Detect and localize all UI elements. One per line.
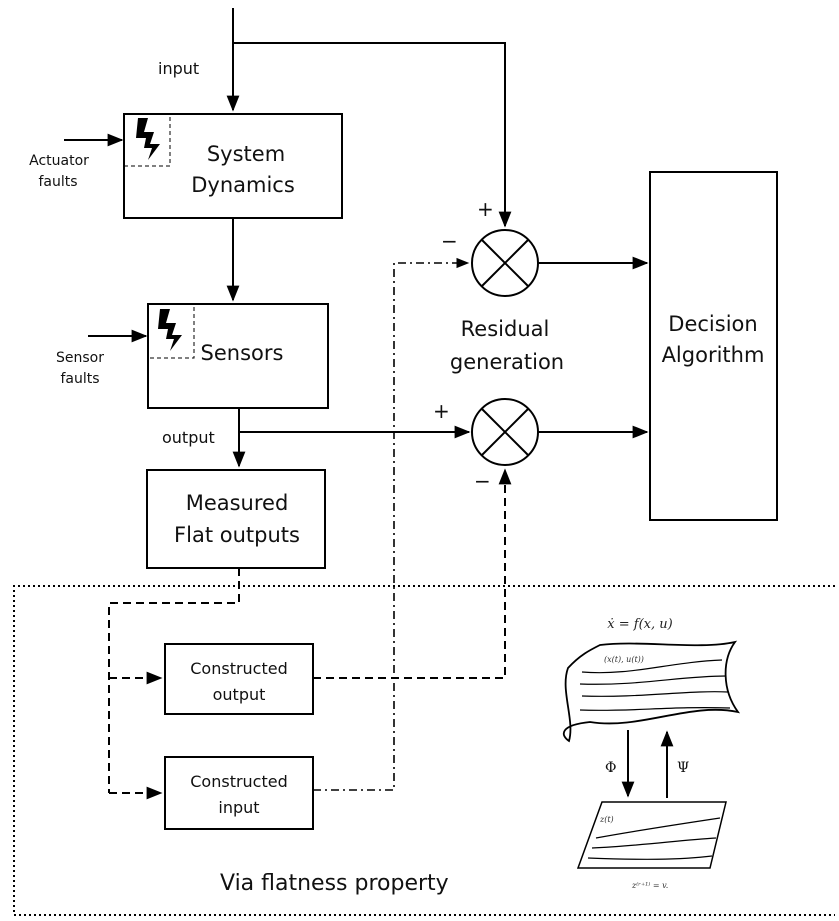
via-flatness-label: Via flatness property: [220, 871, 449, 896]
measured-label-1: Measured: [186, 491, 289, 515]
decision-algorithm-block: [649, 171, 778, 521]
bottom-equation: z⁽ʳ⁺¹⁾ = v.: [631, 881, 668, 890]
residual-label-2: generation: [450, 350, 564, 374]
measured-label-2: Flat outputs: [174, 523, 300, 547]
flat-output-plane: [576, 801, 727, 869]
output-label: output: [162, 428, 215, 447]
phi-label: Φ: [605, 760, 616, 776]
constructed-input-label-2: input: [218, 798, 259, 817]
system-dynamics-block: [123, 113, 343, 219]
measured-flat-outputs-block: [146, 469, 326, 569]
lightning-icon: [158, 309, 182, 351]
psi-label: Ψ: [677, 760, 689, 776]
lightning-icon: [136, 118, 160, 160]
input-branch-line: [233, 42, 512, 228]
top-minus-sign: −: [441, 229, 458, 253]
actuator-faults-label-1: Actuator: [29, 153, 89, 169]
constructed-input-block: [164, 756, 314, 830]
bottom-minus-sign: −: [474, 469, 491, 493]
bottom-summing-junction: [471, 398, 539, 466]
constructed-output-label-2: output: [213, 685, 266, 704]
bottom-plus-sign: +: [433, 399, 450, 423]
top-summing-junction: [471, 229, 539, 297]
constructed-output-label-1: Constructed: [190, 659, 288, 678]
constructed-output-block: [164, 643, 314, 715]
actuator-faults-label-2: faults: [38, 174, 77, 190]
sensor-faults-label-1: Sensor: [56, 350, 104, 366]
top-equation: ẋ = f(x, u): [607, 617, 672, 632]
decision-label-1: Decision: [668, 312, 757, 336]
manifold-surface: [562, 640, 741, 743]
system-fault-inset: [123, 113, 171, 167]
system-dynamics-label-2: Dynamics: [191, 173, 295, 197]
constructed-output-to-junction: [313, 468, 512, 679]
plane-curve-label: z(t): [599, 815, 614, 824]
decision-label-2: Algorithm: [662, 343, 765, 367]
residual-label-1: Residual: [461, 317, 550, 341]
sensors-label: Sensors: [201, 341, 284, 365]
manifold-curve-label: (x(t), u(t)): [604, 655, 644, 664]
top-plus-sign: +: [477, 197, 494, 221]
input-label: input: [158, 59, 199, 78]
sensor-faults-label-2: faults: [60, 371, 99, 387]
flatness-manifold-illustration: ẋ = f(x, u) (x(t), u(t)) Φ Ψ z(t) z⁽ʳ⁺¹⁾…: [562, 617, 741, 890]
constructed-input-label-1: Constructed: [190, 772, 288, 791]
measured-to-constructed-dashed: [108, 568, 240, 793]
constructed-input-to-junction: [313, 257, 470, 791]
system-dynamics-label-1: System: [207, 142, 285, 166]
sensor-fault-inset: [147, 303, 195, 359]
flatness-region-border: [13, 585, 835, 916]
sensors-block: [147, 303, 329, 409]
